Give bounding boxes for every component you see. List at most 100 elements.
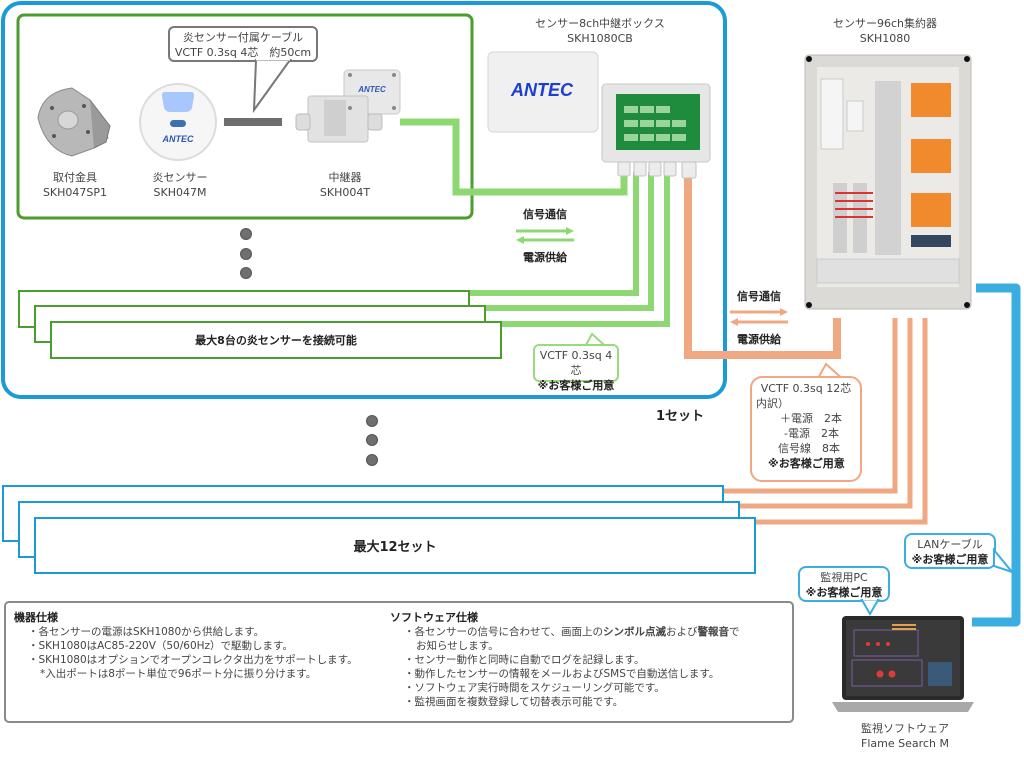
flame-sensor-image: ANTEC [138, 82, 218, 162]
software-specs-heading: ソフトウェア仕様 [390, 611, 478, 624]
hardware-spec-note: *入出ポートは8ポート単位で96ポート分に振り分けます。 [40, 668, 317, 680]
power-arrow-left-2 [730, 318, 788, 326]
software-specs: ソフトウェア仕様 ・各センサーの信号に合わせて、画面上のシンボル点滅および警報音… [390, 611, 739, 709]
cable-callout: 炎センサー付属ケーブル VCTF 0.3sq 4芯 約50cm [168, 26, 318, 62]
sensor-model: SKH047M [153, 186, 207, 199]
signal-wire-3 [486, 172, 654, 311]
vctf12-spec: VCTF 0.3sq 12芯 [760, 382, 852, 395]
vctf12-plus-power: ＋電源 2本 [780, 412, 842, 425]
set-frame [1, 1, 727, 399]
device-sensor-label: 炎センサー SKH047M [135, 170, 225, 200]
software-product: Flame Search M [861, 737, 949, 750]
sensor-group-frame [16, 13, 474, 220]
symbol-blink-text: シンボル点滅 [602, 626, 666, 638]
cable-callout-line1: 炎センサー付属ケーブル [182, 31, 304, 44]
set-stack-card-front: 最大12セット [34, 517, 756, 574]
pc-callout-pointer [860, 598, 880, 616]
software-name: 監視ソフトウェア [861, 722, 949, 735]
aggregator-wire-4 [755, 318, 928, 525]
software-spec-item: ・動作したセンサーの情報をメールおよびSMSで自動送信します。 [404, 668, 720, 680]
software-spec-item: ・各センサーの信号に合わせて、画面上のシンボル点滅および警報音で [390, 625, 739, 639]
bracket-name: 取付金具 [53, 171, 97, 184]
spec-box: 機器仕様 ・各センサーの電源はSKH1080から供給します。 ・SKH1080は… [4, 601, 794, 723]
set-label: 1セット [656, 409, 705, 424]
ellipsis-dot [366, 415, 378, 427]
ellipsis-dot [366, 434, 378, 446]
signal-wire-main [400, 118, 628, 196]
hardware-spec-item: ・SKH1080はAC85-220V（50/60Hz）で駆動します。 [28, 640, 293, 652]
software-spec-item: ・ソフトウェア実行時間をスケジューリング可能です。 [404, 682, 665, 694]
set-stack-label: 最大12セット [353, 540, 437, 555]
cable-callout-pointer [252, 58, 292, 114]
vctf12-minus-power: -電源 2本 [784, 427, 839, 440]
sensor-name: 炎センサー [152, 171, 208, 184]
software-label: 監視ソフトウェア Flame Search M [830, 721, 980, 751]
vctf4-callout: VCTF 0.3sq 4芯 ※お客様ご用意 [533, 344, 619, 392]
relay-box-label: センサー8ch中継ボックス SKH1080CB [510, 16, 690, 46]
relay-box-model: SKH1080CB [567, 32, 633, 45]
software-spec-item-text: ・各センサーの信号に合わせて、画面上の [404, 626, 603, 638]
repeater-name: 中継器 [328, 171, 362, 184]
aggregator-wire-2 [724, 318, 898, 494]
repeater-model: SKH004T [319, 186, 371, 199]
ellipsis-dot [366, 454, 378, 466]
signal-arrow-right [516, 227, 574, 235]
vctf12-note: ※お客様ご用意 [768, 457, 845, 470]
aggregator-label: センサー96ch集約器 SKH1080 [800, 16, 970, 46]
device-bracket-label: 取付金具 SKH047SP1 [30, 170, 120, 200]
software-spec-item: ・センサー動作と同時に自動でログを記録します。 [404, 654, 645, 666]
hardware-specs: 機器仕様 ・各センサーの電源はSKH1080から供給します。 ・SKH1080は… [14, 611, 358, 681]
relay-box-title: センサー8ch中継ボックス [535, 17, 665, 30]
lan-callout-pointer [993, 548, 1015, 575]
vctf12-callout: VCTF 0.3sq 12芯 内訳） ＋電源 2本 -電源 2本 信号線 8本 … [750, 376, 862, 482]
cable-callout-line2: VCTF 0.3sq 4芯 約50cm [174, 46, 312, 59]
software-spec-item-text: および [665, 626, 698, 638]
lan-cable-label: LANケーブル [917, 538, 983, 551]
alarm-sound-text: 警報音 [697, 626, 729, 638]
signal-legend-label: 信号通信 [523, 208, 567, 221]
relay-box-brand-logo: ANTEC [510, 80, 574, 100]
vctf4-spec: VCTF 0.3sq 4芯 [539, 349, 613, 377]
software-spec-item: ・監視画面を複数登録して切替表示可能です。 [404, 696, 624, 708]
vctf4-note: ※お客様ご用意 [537, 379, 615, 392]
power-legend-label-2: 電源供給 [737, 333, 781, 346]
sensor-cable [224, 118, 282, 126]
software-spec-item-cont: お知らせします。 [416, 640, 499, 652]
hardware-spec-item: ・各センサーの電源はSKH1080から供給します。 [28, 626, 265, 638]
sensor-stack-label: 最大8台の炎センサーを接続可能 [195, 334, 357, 347]
power-arrow-left [516, 236, 574, 244]
aggregator-model: SKH1080 [859, 32, 911, 45]
aggregator-image [803, 53, 973, 311]
mounting-bracket-image [32, 78, 112, 160]
signal-wire-4 [502, 172, 670, 327]
aggregator-wire-main [684, 170, 841, 359]
pc-callout: 監視用PC ※お客様ご用意 [798, 566, 890, 602]
device-repeater-label: 中継器 SKH004T [300, 170, 390, 200]
pc-note: ※お客様ご用意 [805, 586, 883, 599]
bracket-model: SKH047SP1 [42, 186, 108, 199]
signal-wire-2 [470, 172, 639, 296]
sensor-brand-logo: ANTEC [162, 134, 194, 144]
vctf12-signal: 信号線 8本 [778, 442, 840, 455]
vctf12-breakdown-label: 内訳） [756, 397, 789, 410]
hardware-spec-item: ・SKH1080はオプションでオープンコレクタ出力をサポートします。 [28, 654, 358, 666]
pc-label: 監視用PC [820, 571, 868, 584]
sensor-stack-card-front: 最大8台の炎センサーを接続可能 [50, 321, 502, 359]
lan-callout: LANケーブル ※お客様ご用意 [904, 533, 996, 569]
repeater-brand-logo: ANTEC [357, 85, 386, 94]
lan-note: ※お客様ご用意 [911, 553, 989, 566]
ellipsis-dot [240, 267, 252, 279]
power-legend-label: 電源供給 [523, 251, 567, 264]
signal-legend-label-2: 信号通信 [737, 290, 781, 303]
signal-arrow-right-2 [730, 308, 788, 316]
aggregator-title: センサー96ch集約器 [832, 17, 938, 30]
lan-wire [972, 283, 1021, 627]
software-spec-item-text: で [728, 626, 740, 638]
repeater-image: ANTEC [280, 66, 404, 150]
ellipsis-dot [240, 228, 252, 240]
monitoring-pc-image [832, 614, 974, 714]
ellipsis-dot [240, 248, 252, 260]
aggregator-wire-3 [740, 318, 913, 509]
hardware-specs-heading: 機器仕様 [14, 611, 58, 624]
